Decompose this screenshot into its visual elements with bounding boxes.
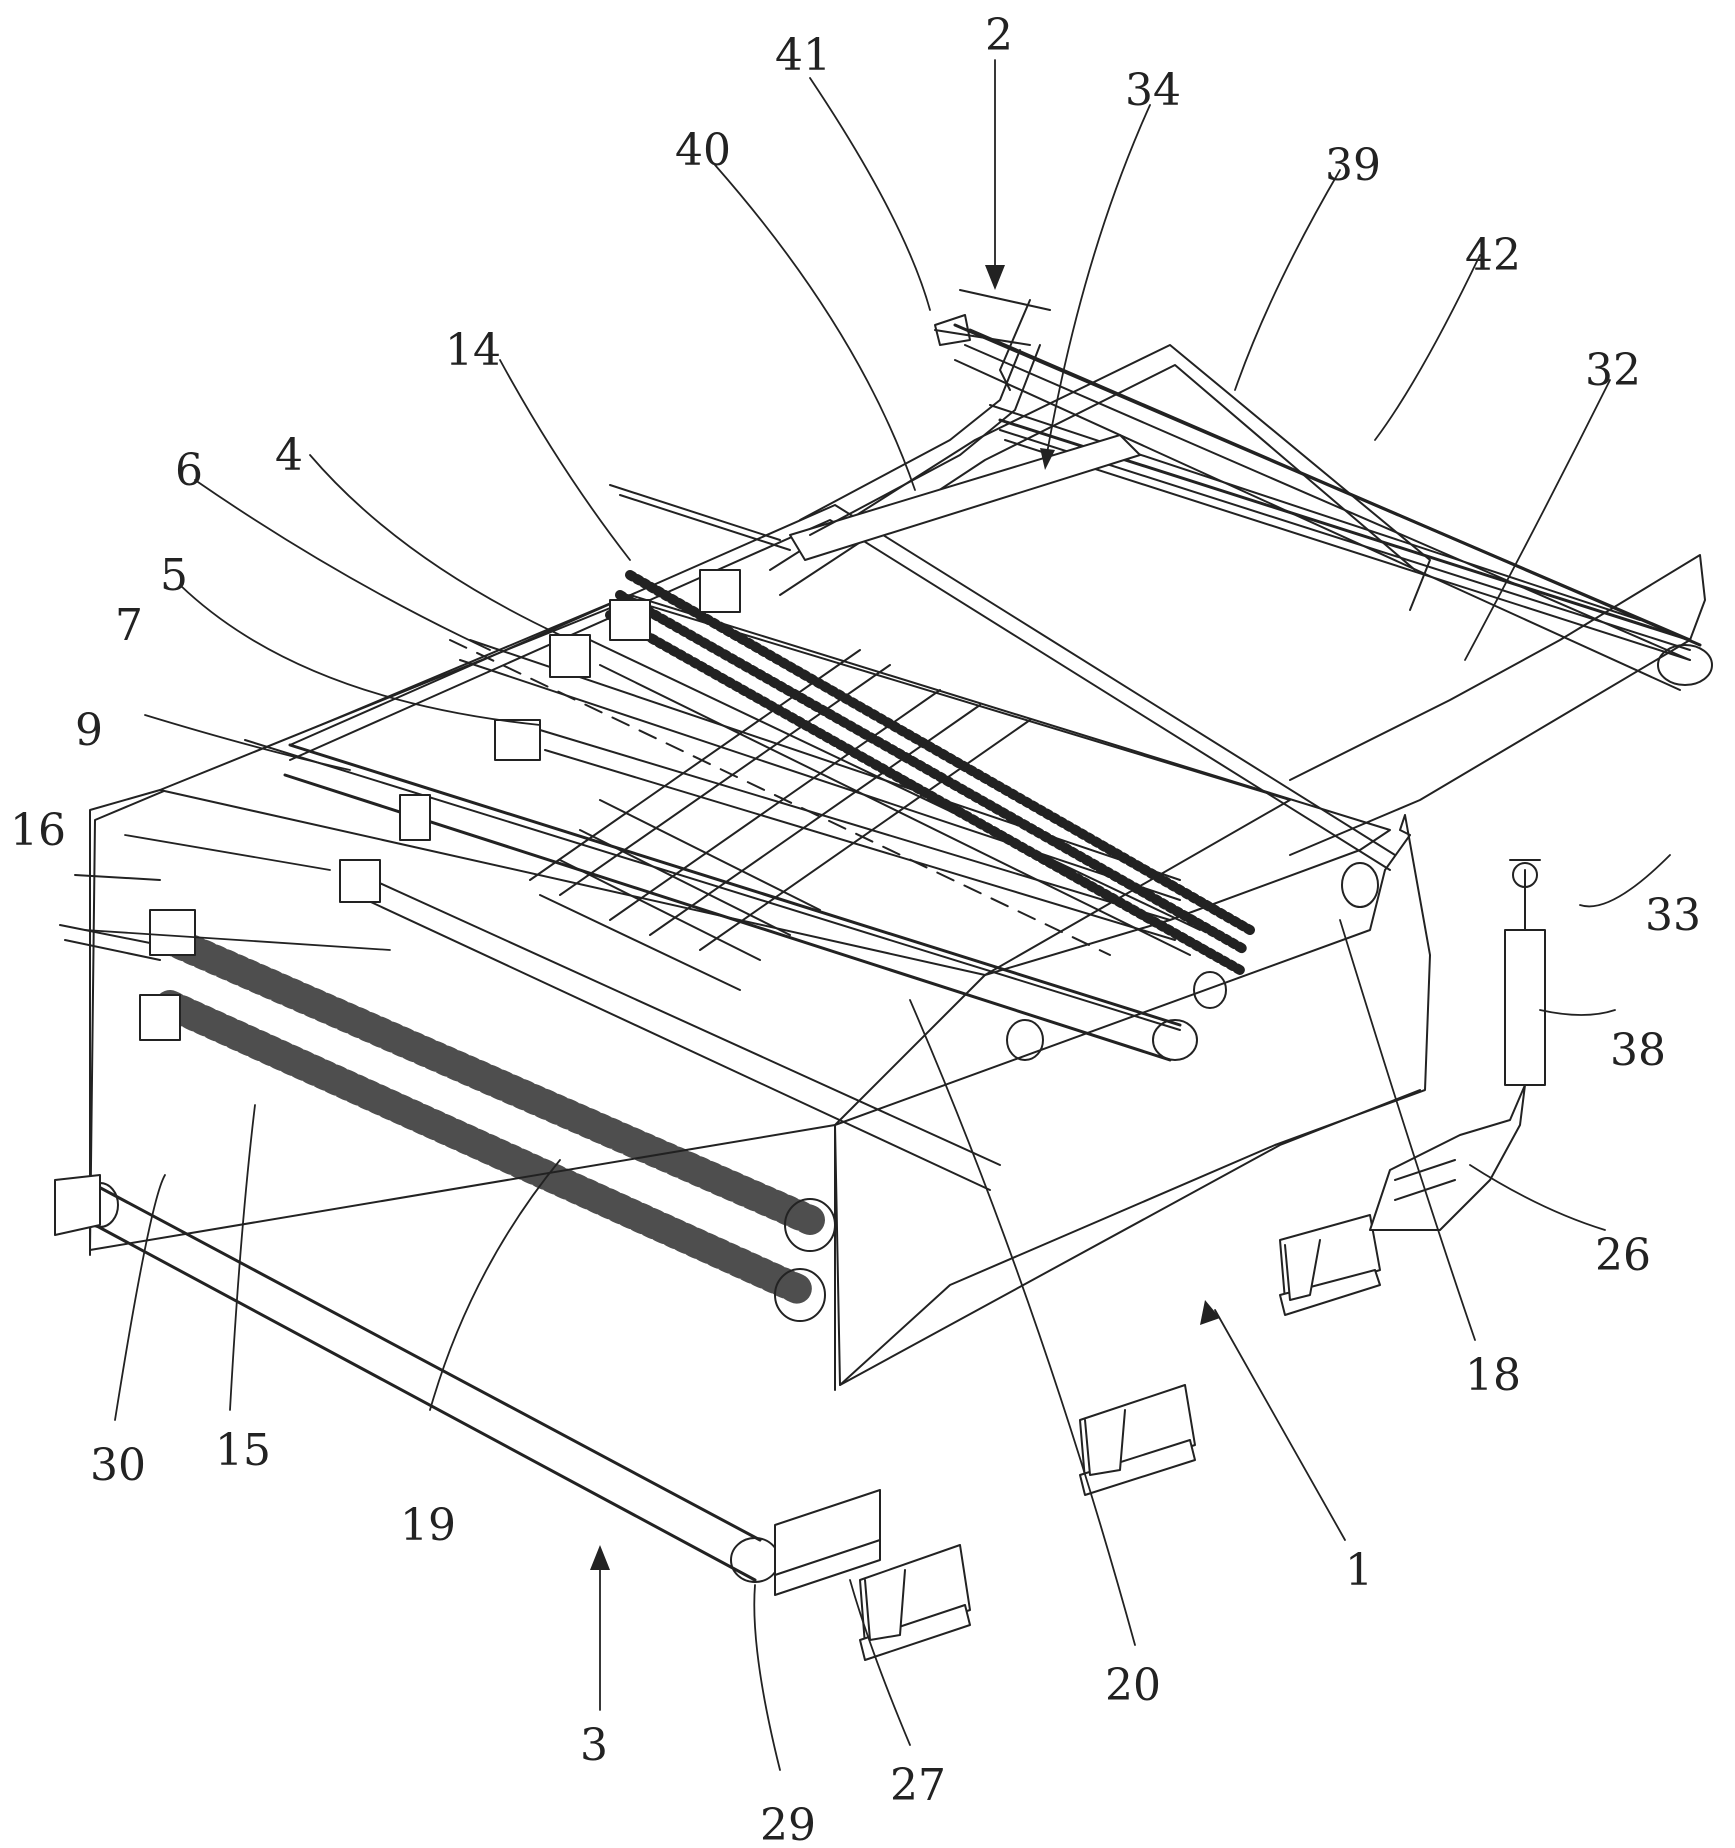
label-29: 29 [760,1800,816,1848]
label-42: 42 [1465,230,1521,281]
label-39: 39 [1325,140,1381,191]
label-14: 14 [445,325,501,376]
label-19: 19 [400,1500,456,1551]
label-2: 2 [985,10,1013,61]
arrowheads [590,265,1220,1570]
label-1: 1 [1345,1545,1373,1596]
label-5: 5 [160,550,188,601]
label-26: 26 [1595,1230,1651,1281]
label-32: 32 [1585,345,1641,396]
reference-numerals: 1 2 3 4 5 6 7 9 14 15 16 18 19 20 26 27 … [10,10,1701,1848]
label-30: 30 [90,1440,146,1491]
label-15: 15 [215,1425,271,1476]
label-6: 6 [175,445,203,496]
label-38: 38 [1610,1025,1666,1076]
label-16: 16 [10,805,66,856]
label-34: 34 [1125,65,1181,116]
label-41: 41 [775,30,831,81]
label-3: 3 [580,1720,608,1771]
label-27: 27 [890,1760,946,1811]
rear-frame [769,289,1713,856]
label-33: 33 [1645,890,1701,941]
mounting-feet [54,1174,1381,1661]
label-40: 40 [675,125,731,176]
cylinder-assembly [1369,859,1546,1231]
leader-lines [84,59,1671,1771]
label-20: 20 [1105,1660,1161,1711]
rollers [59,484,1379,1583]
label-4: 4 [275,430,303,481]
label-7: 7 [115,600,143,651]
label-9: 9 [75,705,103,756]
label-18: 18 [1465,1350,1521,1401]
bearing-blocks [139,569,741,1041]
